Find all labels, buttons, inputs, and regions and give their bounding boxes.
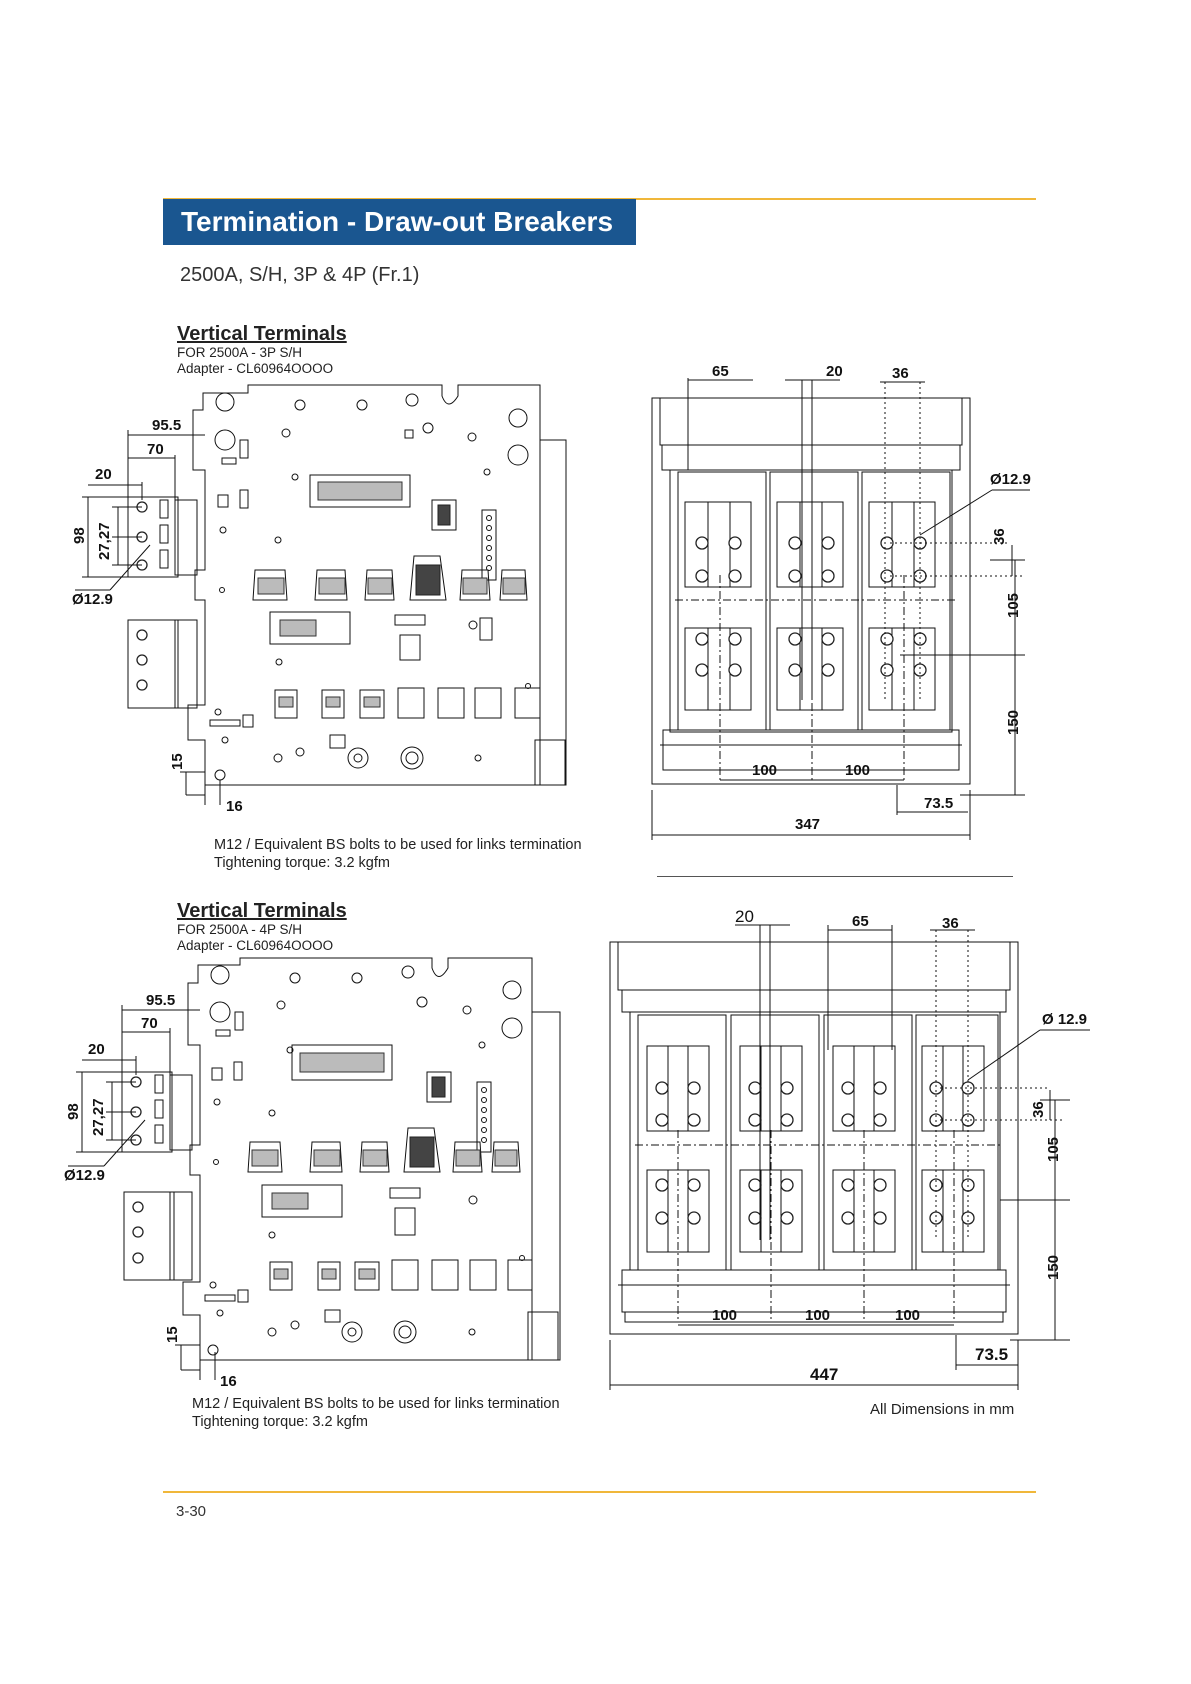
dim-98: 98 — [71, 527, 88, 544]
dim-27-27: 27,27 — [90, 1098, 107, 1136]
dim-95-5: 95.5 — [152, 417, 181, 434]
pole-1 — [677, 471, 767, 731]
dim-73-5: 73.5 — [924, 795, 953, 812]
dim-100-b: 100 — [845, 762, 870, 779]
dim-95-5: 95.5 — [146, 992, 175, 1009]
dim-70: 70 — [147, 441, 164, 458]
dim-105: 105 — [1005, 593, 1022, 618]
dim-100-a: 100 — [712, 1307, 737, 1324]
section1-note2: Tightening torque: 3.2 kgfm — [214, 855, 390, 871]
dim-36-top: 36 — [892, 365, 909, 382]
pole-2 — [730, 1014, 820, 1271]
pole-4 — [915, 1014, 999, 1271]
dim-27-27: 27,27 — [96, 522, 113, 560]
dim-dia: Ø12.9 — [64, 1167, 105, 1184]
dim-100-b: 100 — [805, 1307, 830, 1324]
side-plate-outline — [187, 384, 541, 786]
section1-line2: Adapter - CL60964OOOO — [177, 361, 334, 376]
dim-105: 105 — [1045, 1137, 1062, 1162]
dim-98: 98 — [65, 1103, 82, 1120]
dim-150: 150 — [1005, 710, 1022, 735]
all-dimensions-note: All Dimensions in mm — [870, 1401, 1015, 1418]
pole-1 — [637, 1014, 727, 1271]
footer-rule — [163, 1491, 1036, 1493]
dim-dia: Ø12.9 — [990, 471, 1031, 488]
dim-36: 36 — [1030, 1101, 1047, 1118]
front-frame — [609, 941, 1019, 1335]
section1-line1: FOR 2500A - 3P S/H — [177, 345, 303, 360]
dim-20: 20 — [735, 907, 754, 926]
dim-16: 16 — [226, 798, 243, 815]
page-title: Termination - Draw-out Breakers — [163, 199, 636, 245]
dim-15: 15 — [169, 753, 186, 770]
pole-3 — [823, 1014, 913, 1271]
dim-16: 16 — [220, 1373, 237, 1390]
section2-line2: Adapter - CL60964OOOO — [177, 938, 334, 953]
page-subtitle: 2500A, S/H, 3P & 4P (Fr.1) — [180, 264, 420, 286]
side-plate-outline — [182, 957, 533, 1361]
dim-65: 65 — [852, 913, 869, 930]
dim-20: 20 — [88, 1041, 105, 1058]
dim-447: 447 — [810, 1365, 838, 1384]
section1-heading: Vertical Terminals — [177, 323, 347, 345]
pole-2 — [769, 471, 859, 731]
dim-dia: Ø 12.9 — [1042, 1011, 1087, 1028]
section2-heading: Vertical Terminals — [177, 900, 347, 922]
dim-347: 347 — [795, 816, 820, 833]
dim-73-5: 73.5 — [975, 1345, 1008, 1364]
dim-dia: Ø12.9 — [72, 591, 113, 608]
dim-15: 15 — [164, 1326, 181, 1343]
section2-note1: M12 / Equivalent BS bolts to be used for… — [192, 1396, 560, 1412]
dim-36-top: 36 — [942, 915, 959, 932]
dim-65: 65 — [712, 363, 729, 380]
dim-100-a: 100 — [752, 762, 777, 779]
dim-20: 20 — [95, 466, 112, 483]
section2-line1: FOR 2500A - 4P S/H — [177, 922, 303, 937]
dim-150: 150 — [1045, 1255, 1062, 1280]
page-number: 3-30 — [176, 1503, 207, 1520]
section-divider — [657, 876, 1013, 877]
dim-100-c: 100 — [895, 1307, 920, 1324]
section2-note2: Tightening torque: 3.2 kgfm — [192, 1414, 368, 1430]
dim-20: 20 — [826, 363, 843, 380]
section1-note1: M12 / Equivalent BS bolts to be used for… — [214, 837, 582, 853]
dim-36: 36 — [991, 528, 1008, 545]
dim-70: 70 — [141, 1015, 158, 1032]
